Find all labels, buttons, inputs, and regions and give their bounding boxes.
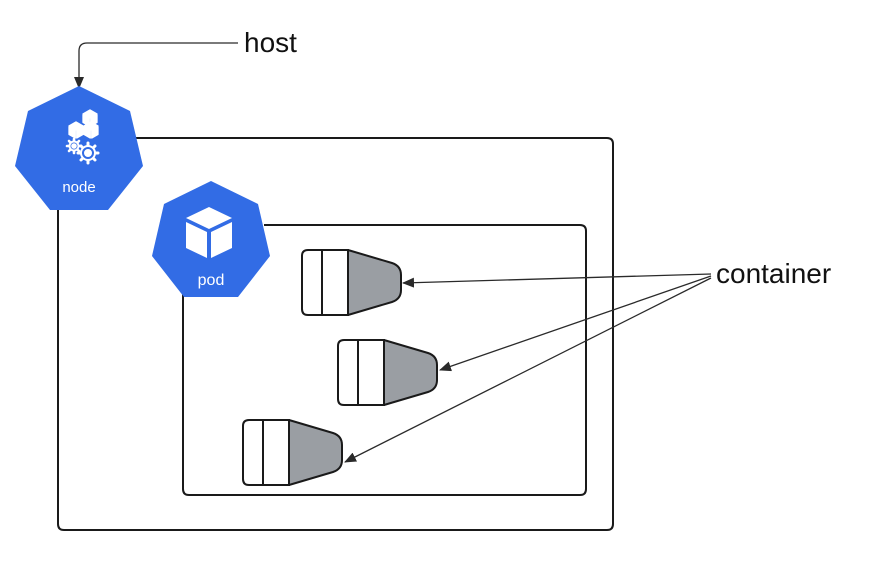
container-arrow [439,275,712,372]
node-badge: node [15,86,143,210]
pod-icon [186,207,232,258]
pod-label: pod [198,272,225,289]
container-label: container [716,258,831,289]
node-frame [57,137,614,531]
container-arrow [344,277,712,463]
host-label: host [244,27,297,58]
pod-frame [182,224,587,496]
container-icon [242,419,343,486]
host-arrow [74,42,238,89]
container-icon [301,249,402,316]
container-arrow [402,273,712,288]
node-label: node [62,179,95,196]
node-icon [65,109,100,165]
pod-badge: pod [152,181,270,297]
container-icon [337,339,438,406]
